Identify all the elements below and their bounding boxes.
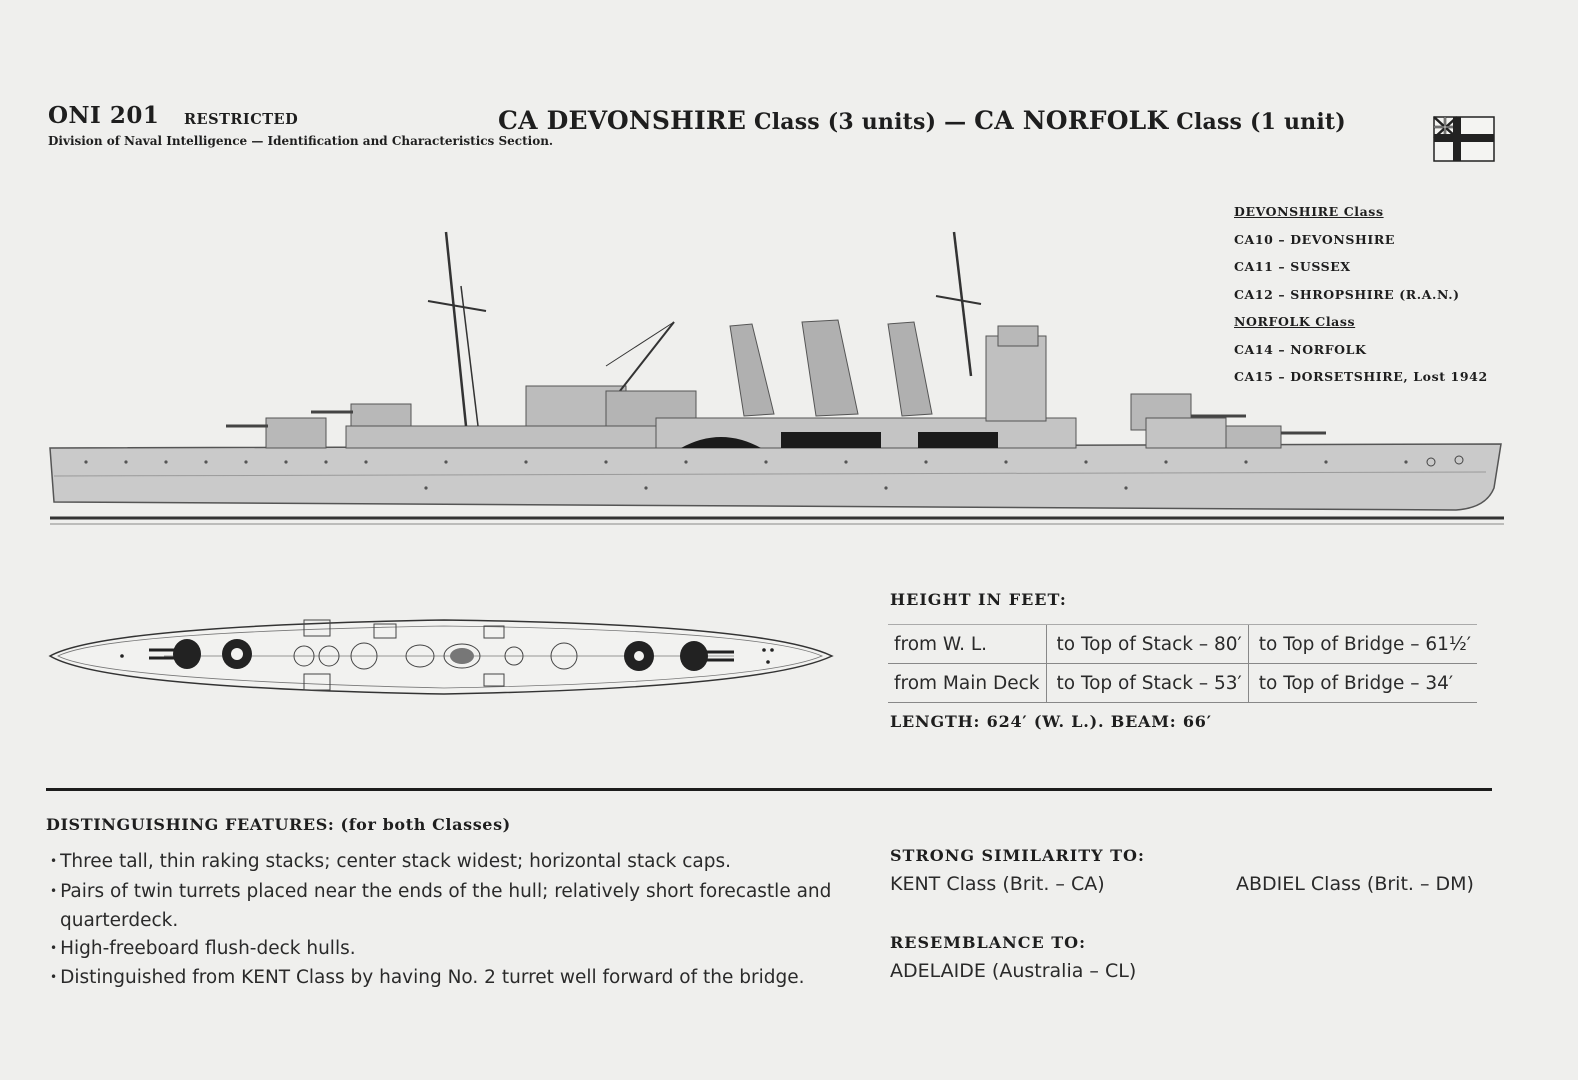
norfolk-class-heading: NORFOLK Class <box>1234 314 1356 329</box>
height-bridge: to Top of Bridge – 34′ <box>1247 663 1478 703</box>
title-norfolk: CA NORFOLK <box>974 106 1169 135</box>
resemblance-heading: RESEMBLANCE TO: <box>890 933 1087 952</box>
similarity-item: KENT Class (Brit. – CA) <box>890 873 1105 895</box>
ship-entry: CA15 – DORSETSHIRE, Lost 1942 <box>1234 369 1488 384</box>
table-row: from Main Deck to Top of Stack – 53′ to … <box>888 663 1478 703</box>
ship-entry: CA11 – SUSSEX <box>1234 259 1351 274</box>
title-devonshire: CA DEVONSHIRE <box>498 106 747 135</box>
deck-plan-illustration <box>48 619 834 695</box>
height-stack: to Top of Stack – 80′ <box>1045 624 1249 664</box>
devonshire-class-heading: DEVONSHIRE Class <box>1234 204 1384 219</box>
height-stack: to Top of Stack – 53′ <box>1045 663 1249 703</box>
list-item: Pairs of twin turrets placed near the en… <box>46 878 866 935</box>
table-row: from W. L. to Top of Stack – 80′ to Top … <box>888 624 1478 664</box>
ship-entry: CA12 – SHROPSHIRE (R.A.N.) <box>1234 286 1460 302</box>
ship-entry: CA10 – DEVONSHIRE <box>1234 231 1395 247</box>
features-heading: DISTINGUISHING FEATURES: (for both Class… <box>46 815 511 834</box>
document-code: ONI 201 <box>48 102 160 129</box>
title-norfolk-units: Class (1 unit) <box>1168 109 1346 135</box>
white-ensign-flag-icon <box>1433 116 1495 162</box>
division-line: Division of Naval Intelligence — Identif… <box>48 134 554 148</box>
height-bridge: to Top of Bridge – 61½′ <box>1247 624 1478 664</box>
height-from: from Main Deck <box>888 663 1046 703</box>
resemblance-item: ADELAIDE (Australia – CL) <box>890 960 1137 982</box>
ship-profile-illustration <box>49 231 1504 525</box>
height-table: from W. L. to Top of Stack – 80′ to Top … <box>888 624 1478 703</box>
title-devonshire-units: Class (3 units) — <box>746 109 975 135</box>
classification-label: RESTRICTED <box>184 111 299 128</box>
dimensions-line: LENGTH: 624′ (W. L.). BEAM: 66′ <box>890 712 1212 731</box>
list-item: Distinguished from KENT Class by having … <box>46 964 866 994</box>
ship-entry: CA14 – NORFOLK <box>1234 341 1367 357</box>
similarity-item: ABDIEL Class (Brit. – DM) <box>1236 873 1474 895</box>
page-title: CA DEVONSHIRE Class (3 units) — CA NORFO… <box>498 106 1346 135</box>
height-from: from W. L. <box>888 624 1046 664</box>
list-item: High-freeboard flush-deck hulls. <box>46 935 866 965</box>
height-heading: HEIGHT IN FEET: <box>890 590 1067 609</box>
features-list: Three tall, thin raking stacks; center s… <box>46 848 866 994</box>
similarity-heading: STRONG SIMILARITY TO: <box>890 846 1145 865</box>
section-divider <box>46 788 1492 791</box>
list-item: Three tall, thin raking stacks; center s… <box>46 848 866 878</box>
ship-list: DEVONSHIRE Class CA10 – DEVONSHIRE CA11 … <box>1234 198 1488 391</box>
